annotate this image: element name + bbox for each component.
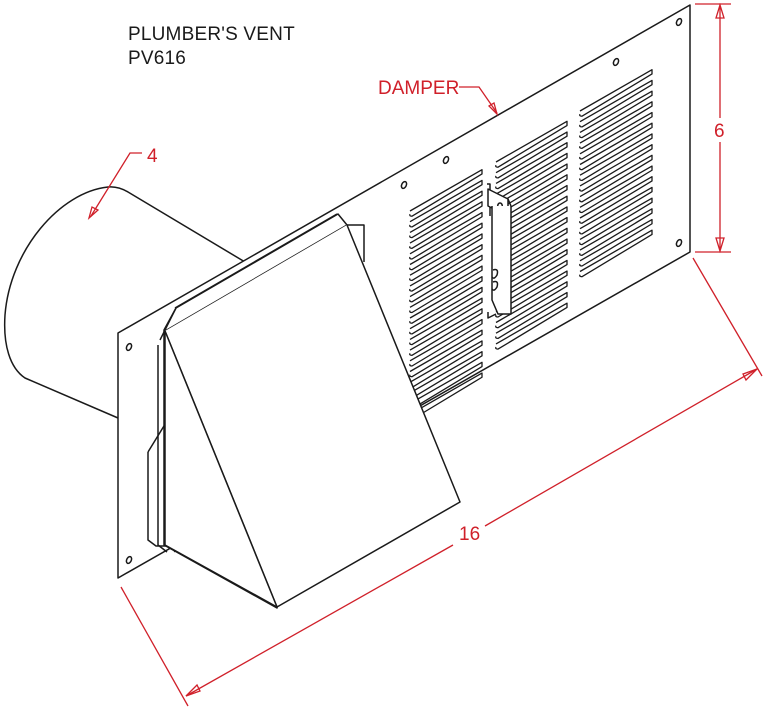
- screw-hole-icon: [442, 155, 450, 165]
- vent-slot: [409, 201, 483, 249]
- vent-slot: [579, 122, 653, 171]
- vent-slot: [409, 297, 483, 346]
- vent-slot: [409, 222, 483, 271]
- arrow-icon: [487, 102, 499, 117]
- vent-slot: [409, 190, 483, 239]
- vent-slot: [495, 270, 568, 318]
- damper-label: DAMPER: [378, 78, 459, 99]
- arrow-icon: [87, 206, 100, 220]
- vent-slot: [579, 154, 653, 203]
- vent-slot: [579, 69, 653, 117]
- vent-slot: [409, 233, 483, 282]
- arrow-right-icon: [742, 368, 758, 382]
- model-number: PV616: [128, 48, 187, 69]
- vent-slot: [495, 302, 568, 350]
- vent-slot: [409, 243, 483, 292]
- duct-diameter-label: 4: [147, 146, 158, 167]
- dimensions: [87, 2, 763, 707]
- vent-slot: [579, 186, 653, 235]
- vent-slot: [579, 111, 653, 160]
- vent-slot: [579, 208, 653, 256]
- vent-slot: [409, 286, 483, 335]
- vent-slot: [579, 101, 653, 149]
- vent-slot: [495, 142, 568, 190]
- vent-slot: [409, 254, 483, 303]
- vent-slots-left: [409, 169, 483, 421]
- vent-slot: [495, 120, 568, 168]
- damper-bracket: [487, 183, 512, 319]
- vent-slot: [409, 169, 483, 217]
- length-dimension: [120, 257, 763, 707]
- vent-slot: [579, 143, 653, 192]
- vent-slot: [409, 276, 483, 324]
- vent-slot: [495, 131, 568, 179]
- damper-leader: [459, 86, 499, 117]
- vent-slot: [409, 211, 483, 260]
- vent-slot: [579, 197, 653, 246]
- vent-slot: [409, 265, 483, 314]
- duct-pipe: [3, 186, 246, 419]
- vent-slot: [409, 308, 483, 356]
- arrow-down-icon: [715, 237, 725, 254]
- screw-hole-icon: [400, 180, 408, 190]
- vent-slot: [579, 90, 653, 139]
- duct-leader: [87, 152, 142, 220]
- hood: [147, 213, 461, 609]
- vent-slot: [409, 318, 483, 367]
- vent-slot: [409, 179, 483, 228]
- vent-slot: [579, 176, 653, 224]
- vent-slot: [579, 165, 653, 214]
- vent-slot: [495, 281, 568, 329]
- screw-hole-icon: [612, 57, 620, 67]
- drawing-title: PLUMBER'S VENT: [128, 24, 295, 45]
- vent-slot: [579, 218, 653, 267]
- screw-hole-icon: [125, 342, 133, 352]
- length-value: 16: [459, 524, 480, 545]
- height-dimension: [695, 2, 731, 254]
- screw-hole-icon: [125, 555, 133, 565]
- vent-slot: [579, 229, 653, 278]
- vent-slot: [579, 133, 653, 182]
- vent-slots-right: [579, 69, 653, 278]
- vent-slot: [495, 291, 568, 340]
- screw-hole-icon: [675, 238, 683, 248]
- height-value: 6: [714, 121, 725, 142]
- arrow-left-icon: [185, 683, 201, 697]
- screw-hole-icon: [675, 17, 683, 27]
- arrow-up-icon: [715, 2, 725, 19]
- vent-slot: [409, 329, 483, 378]
- vent-slot: [579, 79, 653, 128]
